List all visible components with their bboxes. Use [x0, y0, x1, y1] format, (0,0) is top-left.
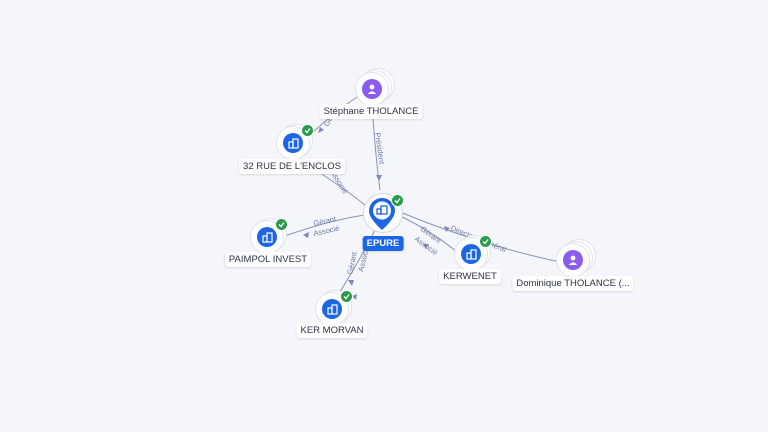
- check-icon: [482, 239, 489, 245]
- check-icon: [278, 222, 285, 228]
- edge-stephane-epure: [372, 117, 381, 191]
- arrow-head: [352, 294, 357, 300]
- node-label-stephane: Stéphane THOLANCE: [319, 104, 423, 119]
- building-icon: [326, 303, 338, 315]
- arrow-head: [444, 226, 450, 232]
- node-label-dominique: Dominique THOLANCE (...: [512, 276, 634, 291]
- person-icon: [367, 84, 377, 94]
- node-paimpol[interactable]: [248, 216, 288, 256]
- building-icon: [465, 248, 477, 260]
- arrow-head: [318, 127, 324, 133]
- check-icon: [304, 128, 311, 134]
- node-stephane[interactable]: [353, 66, 397, 110]
- arrow-head: [303, 232, 309, 238]
- edge-paimpol-epure: [284, 214, 366, 237]
- node-kerwenet[interactable]: [452, 233, 492, 273]
- map-pin-icon: [369, 198, 395, 230]
- node-rue-enclos[interactable]: [274, 122, 314, 162]
- arrow-head: [348, 280, 354, 286]
- person-icon: [568, 255, 578, 265]
- arrow-head: [423, 244, 429, 249]
- node-label-kerwenet: KERWENET: [439, 269, 501, 284]
- edge-label-president: Président: [373, 132, 386, 166]
- node-epure[interactable]: [357, 190, 407, 240]
- edge-kerwenet-epure: [397, 214, 458, 253]
- building-icon: [261, 231, 273, 243]
- node-dominique[interactable]: [554, 237, 598, 281]
- node-label-kermorvan: KER MORVAN: [296, 323, 368, 338]
- node-label-rue-enclos: 32 RUE DE L'ENCLOS: [239, 159, 345, 174]
- node-kermorvan[interactable]: [313, 288, 353, 328]
- node-label-paimpol: PAIMPOL INVEST: [224, 252, 312, 267]
- check-icon: [343, 294, 350, 300]
- building-icon: [287, 137, 299, 149]
- arrow-head: [376, 175, 382, 181]
- node-label-epure: EPURE: [362, 236, 404, 251]
- check-icon: [394, 198, 401, 204]
